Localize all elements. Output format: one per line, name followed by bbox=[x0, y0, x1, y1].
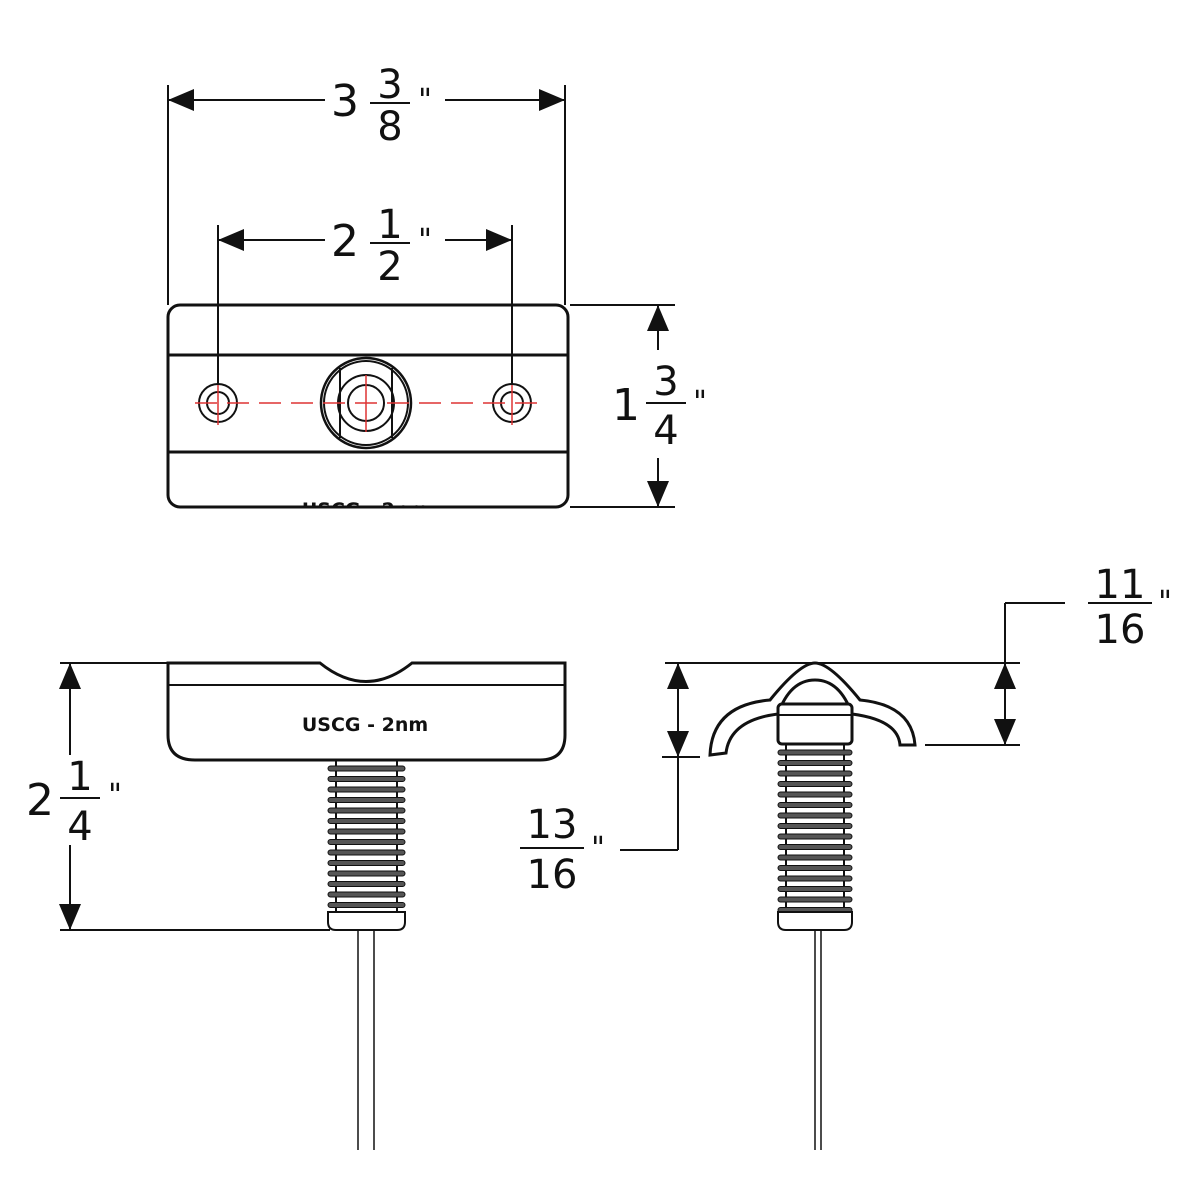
thread-rib bbox=[327, 828, 406, 835]
thread-rib bbox=[327, 839, 406, 845]
stem-tip bbox=[777, 911, 853, 931]
thread-rib bbox=[777, 886, 853, 892]
thread-rib bbox=[777, 770, 853, 777]
svg-text:8: 8 bbox=[377, 104, 402, 150]
side-marking: USCG - 2nm bbox=[302, 714, 428, 736]
svg-text:": " bbox=[591, 831, 605, 866]
head bbox=[776, 702, 854, 746]
svg-text:3: 3 bbox=[377, 62, 402, 108]
thread-rib bbox=[327, 902, 406, 908]
side-view: USCG - 2nm bbox=[166, 661, 567, 1150]
svg-text:16: 16 bbox=[1095, 607, 1146, 653]
thread-rib bbox=[327, 776, 406, 782]
svg-text:": " bbox=[693, 385, 707, 420]
thread-rib bbox=[327, 765, 406, 772]
svg-text:4: 4 bbox=[653, 408, 678, 454]
thread-rib bbox=[777, 802, 853, 808]
top-marking: USCG - 2nm bbox=[302, 499, 428, 521]
thread-rib bbox=[777, 823, 853, 829]
thread-rib bbox=[777, 781, 853, 787]
end-view bbox=[708, 661, 917, 1150]
thread-rib bbox=[327, 818, 406, 824]
svg-text:13: 13 bbox=[527, 802, 578, 848]
thread-rib bbox=[777, 749, 853, 756]
dim-top-height: 1 3 4 " bbox=[570, 304, 707, 508]
thread-rib bbox=[777, 875, 853, 882]
thread-rib bbox=[327, 786, 406, 793]
svg-text:3: 3 bbox=[331, 76, 359, 127]
svg-text:1: 1 bbox=[612, 380, 640, 431]
svg-text:1: 1 bbox=[377, 202, 402, 248]
svg-text:4: 4 bbox=[67, 804, 92, 850]
svg-text:": " bbox=[418, 83, 432, 118]
threaded-stem-left bbox=[327, 759, 406, 931]
side-body bbox=[166, 661, 567, 762]
thread-rib bbox=[777, 760, 853, 766]
thread-rib bbox=[327, 870, 406, 877]
threaded-stem-right bbox=[777, 743, 853, 931]
dim-head-height: 13 16 " bbox=[520, 663, 700, 898]
thread-rib bbox=[777, 896, 853, 903]
thread-rib bbox=[777, 791, 853, 798]
thread-rib bbox=[327, 797, 406, 803]
svg-text:11: 11 bbox=[1095, 562, 1146, 608]
thread-rib bbox=[327, 891, 406, 898]
svg-text:": " bbox=[108, 778, 122, 813]
svg-text:2: 2 bbox=[26, 775, 54, 826]
svg-text:3: 3 bbox=[653, 359, 678, 405]
dim-overall-width: 3 3 8 " bbox=[167, 62, 566, 305]
stem-tip bbox=[327, 911, 406, 931]
svg-text:": " bbox=[418, 223, 432, 258]
thread-rib bbox=[777, 854, 853, 861]
thread-rib bbox=[777, 865, 853, 871]
thread-rib bbox=[327, 881, 406, 887]
thread-rib bbox=[327, 849, 406, 856]
thread-rib bbox=[777, 812, 853, 819]
top-view: USCG - 2nm bbox=[166, 303, 570, 521]
thread-rib bbox=[777, 833, 853, 840]
svg-text:1: 1 bbox=[67, 754, 92, 800]
thread-rib bbox=[777, 844, 853, 850]
dim-flange-height: 11 16 " bbox=[665, 562, 1172, 746]
flange bbox=[708, 661, 917, 757]
dim-overall-depth: 2 1 4 " bbox=[26, 662, 330, 931]
svg-text:2: 2 bbox=[331, 216, 359, 267]
thread-rib bbox=[327, 807, 406, 814]
svg-text:": " bbox=[1158, 585, 1172, 620]
dim-hole-spacing: 2 1 2 " bbox=[217, 202, 513, 385]
svg-text:2: 2 bbox=[377, 244, 402, 290]
center-line bbox=[195, 375, 537, 432]
svg-text:16: 16 bbox=[527, 852, 578, 898]
thread-rib bbox=[327, 860, 406, 866]
